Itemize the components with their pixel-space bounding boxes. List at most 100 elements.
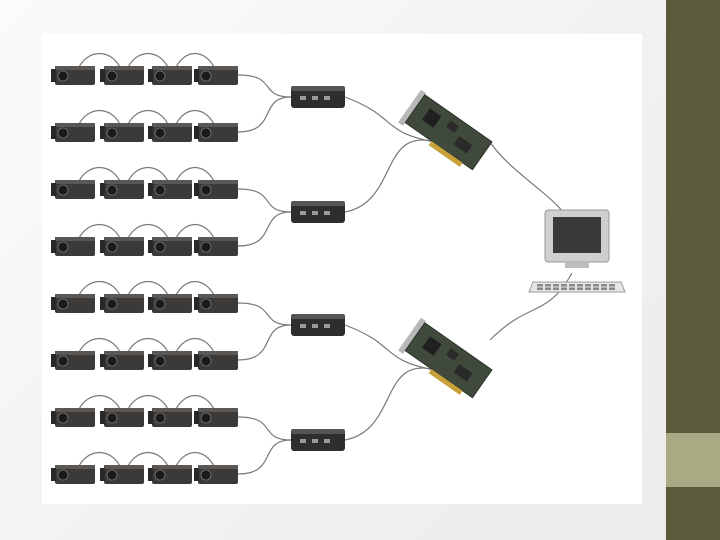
camera-lens: [58, 356, 68, 366]
cable: [345, 368, 435, 440]
camera-lens-mount: [100, 126, 105, 139]
camera-icon: [194, 408, 238, 427]
keyboard-key: [545, 288, 551, 291]
hub-port: [300, 96, 306, 100]
keyboard-key: [569, 284, 575, 287]
camera-top: [104, 66, 144, 70]
camera-lens: [201, 356, 211, 366]
camera-lens: [58, 470, 68, 480]
camera-top: [152, 237, 192, 241]
cable: [128, 168, 168, 182]
camera-lens: [201, 299, 211, 309]
camera-icon: [100, 237, 144, 256]
cable: [176, 453, 214, 467]
computer-icon: [529, 210, 625, 292]
camera-top: [198, 180, 238, 184]
camera-top: [55, 408, 95, 412]
keyboard-key: [585, 284, 591, 287]
camera-top: [198, 408, 238, 412]
camera-top: [104, 408, 144, 412]
hub-icon: [291, 86, 345, 108]
hub-port: [312, 96, 318, 100]
camera-icon: [100, 180, 144, 199]
camera-lens: [155, 356, 165, 366]
camera-icon: [148, 66, 192, 85]
hub-icon: [291, 201, 345, 223]
keyboard-key: [537, 288, 543, 291]
camera-lens-mount: [51, 468, 56, 481]
camera-lens-mount: [100, 69, 105, 82]
camera-top: [55, 237, 95, 241]
keyboard-key: [601, 288, 607, 291]
camera-top: [198, 351, 238, 355]
camera-lens: [155, 128, 165, 138]
camera-icon: [51, 294, 95, 313]
cable: [238, 303, 291, 325]
camera-lens-mount: [148, 354, 153, 367]
camera-lens: [155, 242, 165, 252]
camera-icon: [194, 351, 238, 370]
camera-lens-mount: [194, 297, 199, 310]
camera-icon: [194, 180, 238, 199]
cable: [238, 75, 291, 97]
camera-lens: [155, 413, 165, 423]
hub-top: [291, 86, 345, 91]
keyboard-key: [585, 288, 591, 291]
camera-lens-mount: [194, 183, 199, 196]
camera-lens: [107, 413, 117, 423]
camera-icon: [194, 66, 238, 85]
hub-top: [291, 314, 345, 319]
hub-icon: [291, 314, 345, 336]
camera-icon: [100, 351, 144, 370]
hub-port: [300, 324, 306, 328]
camera-lens-mount: [148, 69, 153, 82]
camera-lens-mount: [148, 468, 153, 481]
camera-lens: [58, 128, 68, 138]
camera-lens-mount: [100, 411, 105, 424]
camera-lens: [58, 71, 68, 81]
camera-lens: [107, 242, 117, 252]
cable: [79, 396, 120, 410]
camera-top: [198, 465, 238, 469]
camera-lens-mount: [100, 297, 105, 310]
camera-icon: [100, 294, 144, 313]
camera-top: [55, 66, 95, 70]
camera-lens: [155, 185, 165, 195]
camera-top: [55, 351, 95, 355]
camera-lens-mount: [194, 411, 199, 424]
camera-lens: [201, 185, 211, 195]
camera-icon: [51, 123, 95, 142]
camera-lens: [107, 470, 117, 480]
cable: [176, 168, 214, 182]
camera-icon: [148, 351, 192, 370]
camera-icon: [51, 237, 95, 256]
cable: [128, 111, 168, 125]
cable: [128, 282, 168, 296]
camera-top: [198, 237, 238, 241]
cable: [176, 54, 214, 68]
cable: [176, 225, 214, 239]
camera-top: [152, 294, 192, 298]
hub-icon: [291, 429, 345, 451]
keyboard-key: [593, 288, 599, 291]
camera-icon: [194, 294, 238, 313]
camera-top: [55, 180, 95, 184]
keyboard-key: [577, 284, 583, 287]
camera-icon: [100, 66, 144, 85]
slide-sidebar-accent: [666, 433, 720, 487]
cable: [238, 417, 291, 440]
cable: [79, 225, 120, 239]
keyboard: [529, 282, 625, 292]
cable: [128, 339, 168, 353]
camera-icon: [100, 123, 144, 142]
camera-lens: [107, 356, 117, 366]
camera-icon: [194, 123, 238, 142]
cable: [79, 111, 120, 125]
camera-top: [55, 294, 95, 298]
camera-top: [152, 408, 192, 412]
camera-lens-mount: [148, 183, 153, 196]
camera-icon: [100, 465, 144, 484]
cable: [238, 189, 291, 212]
cable: [238, 97, 291, 132]
keyboard-key: [569, 288, 575, 291]
